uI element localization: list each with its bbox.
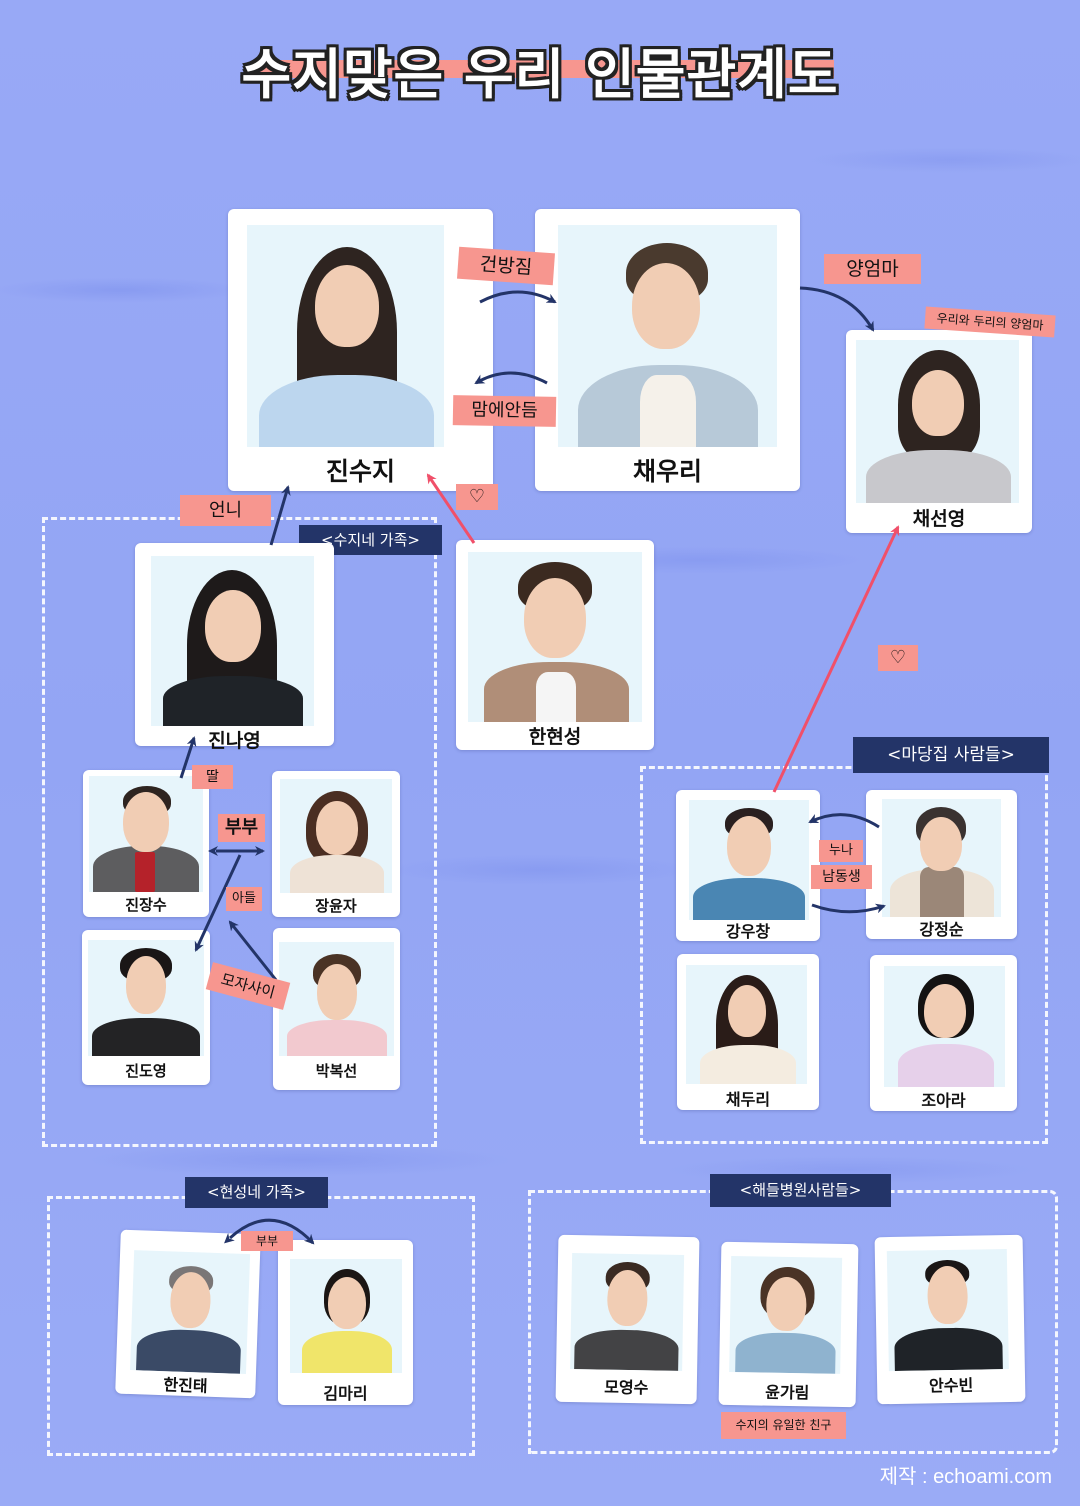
portrait-photo bbox=[689, 800, 809, 920]
character-card-jo-ara[interactable]: 조아라 bbox=[870, 955, 1017, 1111]
character-card-jin-jangsu[interactable]: 진장수 bbox=[83, 770, 209, 917]
portrait-photo bbox=[279, 942, 394, 1056]
group-label-hyunsung-family: <현성네 가족> bbox=[185, 1177, 328, 1208]
portrait-photo bbox=[558, 225, 777, 447]
portrait-photo bbox=[280, 779, 392, 893]
portrait-photo bbox=[89, 776, 203, 892]
character-name: 강정순 bbox=[919, 922, 964, 939]
portrait-photo bbox=[856, 340, 1019, 503]
note-tag-garim: 수지의 유일한 친구 bbox=[721, 1412, 846, 1439]
character-card-kang-wuchang[interactable]: 강우창 bbox=[676, 790, 820, 941]
portrait-photo bbox=[151, 556, 314, 726]
character-name: 한현성 bbox=[528, 727, 582, 748]
character-name: 강우창 bbox=[725, 924, 771, 941]
relation-tag-couple-jangsu: 부부 bbox=[218, 814, 265, 842]
portrait-photo bbox=[88, 940, 204, 1056]
relation-tag-dislike: 맘에안듬 bbox=[452, 395, 557, 427]
portrait-photo bbox=[729, 1255, 843, 1374]
relation-tag-love-wuchang: ♡ bbox=[878, 645, 918, 671]
relation-tag-foster-mom: 양엄마 bbox=[824, 254, 921, 284]
character-name: 한진태 bbox=[163, 1377, 208, 1396]
relation-tag-younger-brother: 남동생 bbox=[811, 865, 872, 889]
portrait-photo bbox=[882, 799, 1001, 917]
character-card-park-boksun[interactable]: 박복선 bbox=[273, 928, 400, 1090]
character-name: 안수빈 bbox=[928, 1377, 974, 1396]
relation-tag-son: 아들 bbox=[226, 887, 262, 911]
character-card-chae-uri[interactable]: 채우리 bbox=[535, 209, 800, 491]
character-card-ahn-subin[interactable]: 안수빈 bbox=[874, 1234, 1026, 1405]
relation-tag-love-hyunsung: ♡ bbox=[456, 484, 498, 510]
portrait-photo bbox=[884, 966, 1005, 1087]
character-name: 진나영 bbox=[208, 731, 261, 752]
relation-tag-older-sister: 언니 bbox=[180, 495, 271, 526]
relation-tag-daughter: 딸 bbox=[192, 765, 233, 789]
group-label-haedeul-hospital: <해들병원사람들> bbox=[710, 1174, 891, 1207]
portrait-photo bbox=[570, 1253, 685, 1371]
character-name: 채두리 bbox=[725, 1092, 771, 1109]
portrait-photo bbox=[290, 1259, 402, 1373]
character-card-jin-nayoung[interactable]: 진나영 bbox=[135, 543, 334, 752]
title-underline bbox=[256, 60, 834, 78]
portrait-photo bbox=[130, 1250, 251, 1375]
relation-tag-nuna: 누나 bbox=[819, 840, 863, 862]
portrait-photo bbox=[686, 965, 807, 1084]
arrow-uri-to-seonyoung bbox=[799, 286, 875, 332]
character-name: 모영수 bbox=[604, 1379, 649, 1398]
character-card-yoon-garim[interactable]: 윤가림 bbox=[718, 1241, 859, 1408]
character-card-han-jintae[interactable]: 한진태 bbox=[115, 1229, 261, 1399]
character-name: 윤가림 bbox=[765, 1384, 810, 1403]
character-card-han-hyunsung[interactable]: 한현성 bbox=[456, 540, 654, 750]
portrait-photo bbox=[886, 1248, 1009, 1372]
group-label-madang-house: <마당집 사람들> bbox=[853, 737, 1049, 773]
character-card-jang-yunja[interactable]: 장윤자 bbox=[272, 771, 400, 917]
page-title: 수지맞은 우리 인물관계도 bbox=[241, 43, 839, 106]
character-card-jin-suji[interactable]: 진수지 bbox=[228, 209, 493, 491]
character-card-kang-jeongsun[interactable]: 강정순 bbox=[866, 790, 1017, 939]
title-container: 수지맞은 우리 인물관계도 bbox=[0, 30, 1080, 109]
character-name: 채우리 bbox=[632, 458, 702, 486]
character-name: 김마리 bbox=[323, 1386, 368, 1403]
character-card-mo-youngsu[interactable]: 모영수 bbox=[555, 1234, 700, 1405]
character-name: 진도영 bbox=[125, 1063, 167, 1080]
character-name: 박복선 bbox=[315, 1063, 358, 1080]
relation-tag-couple-jintae: 부부 bbox=[241, 1231, 293, 1251]
character-card-chae-seonyoung[interactable]: 채선영 bbox=[846, 330, 1032, 533]
portrait-photo bbox=[468, 552, 642, 722]
character-name: 진수지 bbox=[325, 458, 395, 486]
character-name: 채선영 bbox=[912, 509, 966, 530]
portrait-photo bbox=[247, 225, 444, 447]
character-card-chae-duri[interactable]: 채두리 bbox=[677, 954, 819, 1110]
character-name: 장윤자 bbox=[315, 898, 357, 915]
character-card-jin-doyoung[interactable]: 진도영 bbox=[82, 930, 210, 1085]
character-name: 조아라 bbox=[921, 1093, 966, 1110]
credit-text: 제작 : echoami.com bbox=[879, 1466, 1052, 1488]
character-name: 진장수 bbox=[125, 897, 167, 914]
relation-tag-arrogant: 건방짐 bbox=[457, 246, 555, 286]
character-card-kim-mari[interactable]: 김마리 bbox=[278, 1240, 413, 1405]
